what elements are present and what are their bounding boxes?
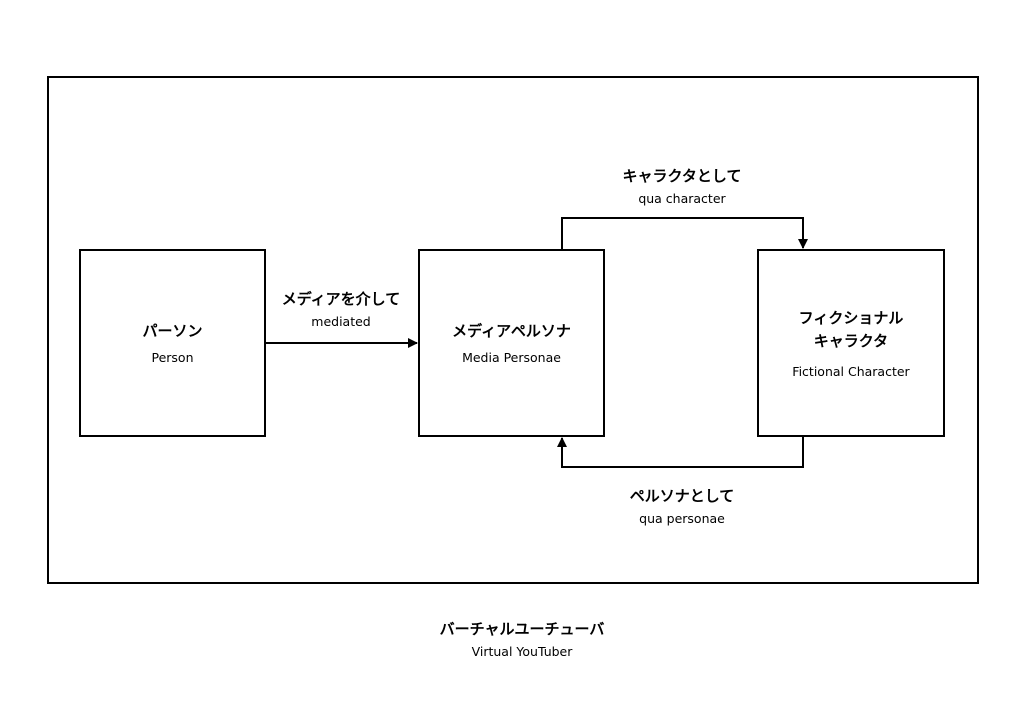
node-fictional-character-label-en: Fictional Character — [792, 363, 910, 379]
node-fictional-character-label-ja: フィクショナル キャラクタ — [798, 308, 904, 350]
edge-label-qua-character-ja: キャラクタとして — [622, 167, 742, 185]
node-media-personae-label-en: Media Personae — [462, 350, 561, 365]
edge-label-qua-character: キャラクタとして qua character — [572, 166, 792, 207]
edge-label-mediated: メディアを介して mediated — [231, 289, 451, 330]
edge-label-qua-personae-ja: ペルソナとして — [629, 487, 735, 505]
edge-label-qua-character-en: qua character — [638, 191, 726, 206]
diagram-caption: バーチャルユーチューバ Virtual YouTuber — [412, 619, 632, 660]
node-media-personae-label-ja: メディアペルソナ — [452, 322, 571, 340]
node-person-label-en: Person — [151, 350, 194, 365]
edge-label-mediated-en: mediated — [311, 314, 371, 329]
node-person-label-ja: パーソン — [142, 322, 203, 340]
edge-label-qua-personae: ペルソナとして qua personae — [572, 486, 792, 527]
diagram-caption-en: Virtual YouTuber — [471, 644, 573, 659]
node-person: パーソン Person — [79, 249, 266, 437]
edge-label-mediated-ja: メディアを介して — [281, 290, 401, 308]
node-media-personae: メディアペルソナ Media Personae — [418, 249, 605, 437]
diagram-frame — [47, 76, 979, 584]
node-fictional-character: フィクショナル キャラクタ Fictional Character — [757, 249, 945, 437]
edge-label-qua-personae-en: qua personae — [639, 511, 725, 526]
diagram-caption-ja: バーチャルユーチューバ — [439, 620, 605, 638]
